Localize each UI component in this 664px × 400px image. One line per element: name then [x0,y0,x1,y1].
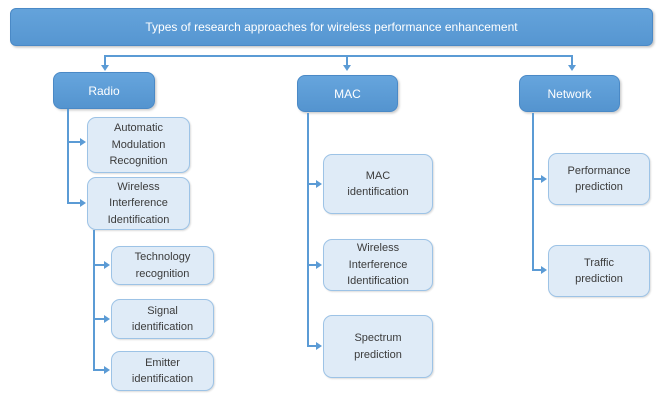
connector-wii-vertical [93,230,95,371]
arrowhead-right-icon [104,366,110,374]
arrowhead-right-icon [104,315,110,323]
leaf-node-traffic-prediction: Traffic prediction [548,245,650,297]
connector-wii-signal [94,318,105,320]
leaf-node-wireless-interference-identification-mac: Wireless Interference Identification [323,239,433,291]
leaf-node-performance-prediction: Performance prediction [548,153,650,205]
arrowhead-right-icon [541,266,547,274]
connector-drop-mac [346,55,348,66]
arrowhead-right-icon [316,342,322,350]
arrowhead-right-icon [541,175,547,183]
connector-radio-vertical [67,109,69,204]
arrowhead-down-icon [343,65,351,71]
arrowhead-right-icon [80,199,86,207]
leaf-node-wireless-interference-identification-radio: Wireless Interference Identification [87,177,190,230]
connector-radio-amr [68,141,81,143]
connector-wii-emitter [94,369,105,371]
arrowhead-right-icon [80,138,86,146]
leaf-node-emitter-identification: Emitter identification [111,351,214,391]
arrowhead-right-icon [316,180,322,188]
connector-drop-network [571,55,573,66]
connector-network-vertical [532,113,534,271]
leaf-node-technology-recognition: Technology recognition [111,246,214,285]
arrowhead-right-icon [316,261,322,269]
branch-node-network: Network [519,75,620,112]
connector-network-traffic [533,269,542,271]
connector-network-performance [533,178,542,180]
connector-radio-wii [68,202,81,204]
connector-mac-spectrum [308,345,317,347]
arrowhead-down-icon [101,65,109,71]
leaf-node-spectrum-prediction: Spectrum prediction [323,315,433,378]
connector-wii-technology [94,264,105,266]
leaf-node-automatic-modulation-recognition: Automatic Modulation Recognition [87,117,190,173]
connector-drop-radio [104,55,106,66]
connector-mac-identification [308,183,317,185]
connector-mac-wii [308,264,317,266]
connector-mac-vertical [307,113,309,347]
leaf-node-signal-identification: Signal identification [111,299,214,339]
arrowhead-right-icon [104,261,110,269]
connector-root-horizontal [104,55,573,57]
branch-node-radio: Radio [53,72,155,109]
leaf-node-mac-identification: MAC identification [323,154,433,214]
root-node: Types of research approaches for wireles… [10,8,653,46]
arrowhead-down-icon [568,65,576,71]
branch-node-mac: MAC [297,75,398,112]
